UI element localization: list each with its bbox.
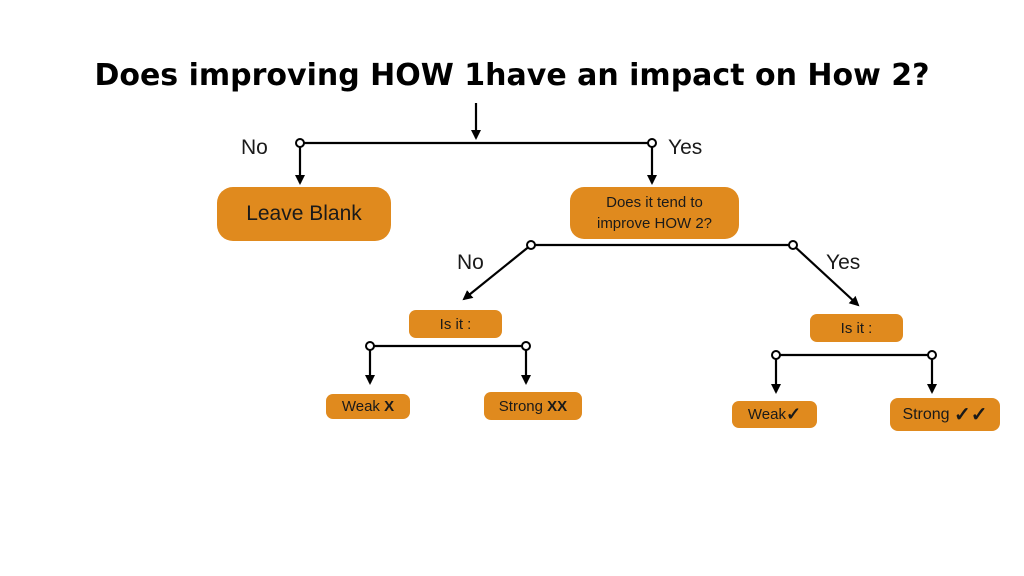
leave-blank-label: Leave Blank <box>246 202 362 225</box>
is-it-left-label: Is it : <box>439 315 472 333</box>
branch-label-no: No <box>241 136 268 159</box>
weak-negative-node: Weak X <box>326 394 410 419</box>
diagram-title: Does improving HOW 1have an impact on Ho… <box>94 58 930 93</box>
junction-dot <box>927 350 937 360</box>
is-it-right-label: Is it : <box>840 319 873 337</box>
question2-node: Does it tend to improve HOW 2? <box>570 187 739 239</box>
question2-label: Does it tend to improve HOW 2? <box>596 194 713 232</box>
weak-positive-label: Weak <box>747 406 786 423</box>
double-cross-mark: XX <box>547 397 568 415</box>
is-it-left-node: Is it : <box>409 310 502 338</box>
junction-dot <box>647 138 657 148</box>
strong-positive-label: Strong <box>902 405 950 423</box>
weak-positive-node: Weak✓ <box>732 401 817 428</box>
double-check-mark-icon: ✓✓ <box>954 404 988 426</box>
cross-mark: X <box>384 398 395 415</box>
leave-blank-node: Leave Blank <box>217 187 391 241</box>
junction-dot <box>788 240 798 250</box>
junction-dot <box>526 240 536 250</box>
junction-dot <box>771 350 781 360</box>
strong-positive-node: Strong ✓✓ <box>890 398 1000 431</box>
check-mark-icon: ✓ <box>785 404 802 424</box>
is-it-right-node: Is it : <box>810 314 903 342</box>
junction-dot <box>295 138 305 148</box>
split2-yes-arrow <box>792 244 860 307</box>
junction-dot <box>365 341 375 351</box>
split2-no-arrow <box>462 244 532 301</box>
branch-label-no: No <box>457 251 484 274</box>
weak-negative-label: Weak <box>341 398 380 415</box>
junction-dot <box>521 341 531 351</box>
branch-label-yes: Yes <box>668 136 703 159</box>
strong-negative-label: Strong <box>498 397 543 415</box>
branch-label-yes: Yes <box>826 251 861 274</box>
strong-negative-node: Strong XX <box>484 392 582 420</box>
